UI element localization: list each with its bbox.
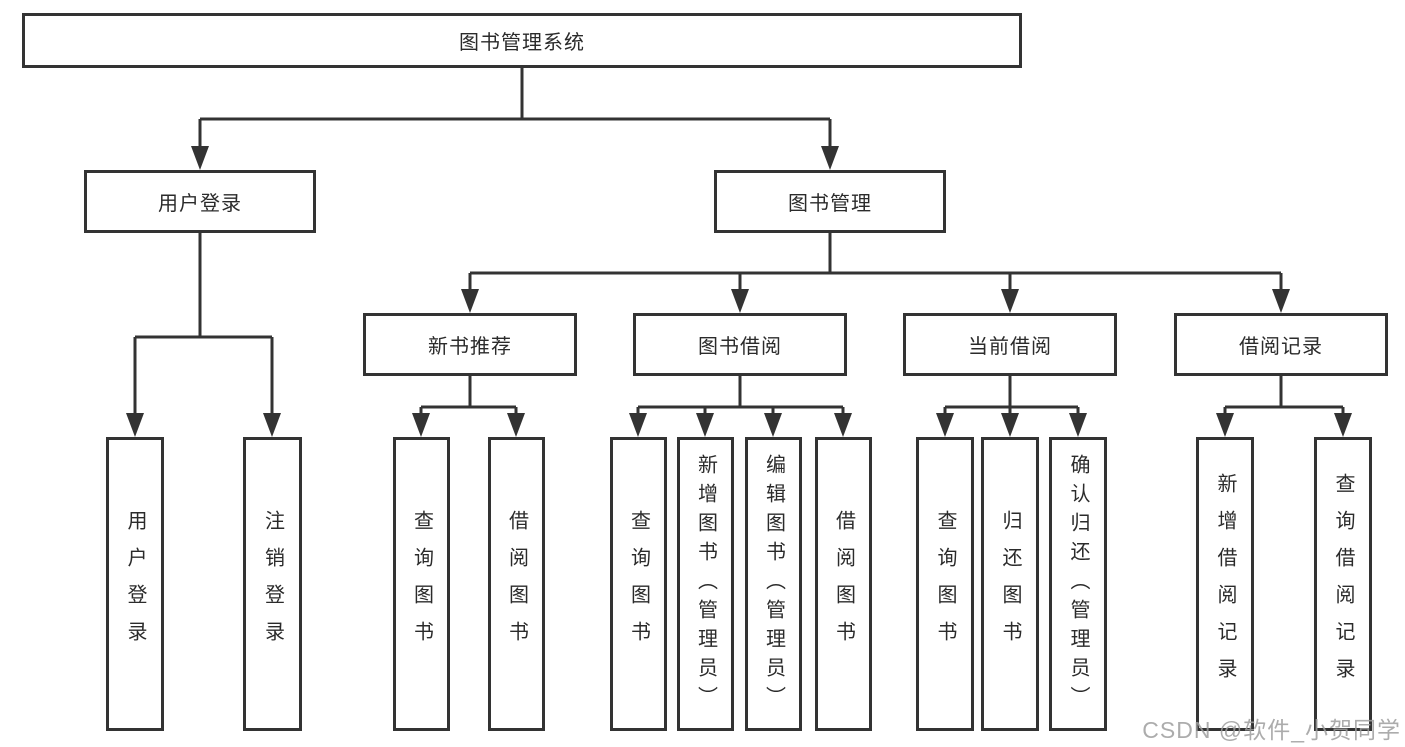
node-label: 新增借阅记录 <box>1214 473 1236 695</box>
node-label: 新增图书（管理员） <box>694 453 717 715</box>
node-library-system: 图书管理系统 <box>22 13 1022 68</box>
leaf-logout: 注销登录 <box>243 437 302 731</box>
node-label: 查询图书 <box>410 510 433 658</box>
node-label: 查询图书 <box>934 510 956 658</box>
leaf-bb-edit-books-admin: 编辑图书（管理员） <box>745 437 802 731</box>
leaf-cb-return-books: 归还图书 <box>981 437 1039 731</box>
node-label: 借阅记录 <box>1239 336 1323 358</box>
node-label: 确认归还（管理员） <box>1067 453 1089 715</box>
leaf-nbr-borrow-books: 借阅图书 <box>488 437 545 731</box>
leaf-bb-query-books: 查询图书 <box>610 437 667 731</box>
leaf-cb-query-books: 查询图书 <box>916 437 974 731</box>
node-label: 图书管理 <box>788 193 872 215</box>
node-label: 用户登录 <box>158 193 242 215</box>
arrowhead-icon <box>126 146 1352 437</box>
tree-edges <box>133 68 1345 417</box>
node-borrowing-records: 借阅记录 <box>1174 313 1388 376</box>
node-label: 图书借阅 <box>698 336 782 358</box>
node-label: 用户登录 <box>124 510 146 658</box>
leaf-user-login: 用户登录 <box>106 437 164 731</box>
node-current-borrowing: 当前借阅 <box>903 313 1117 376</box>
node-label: 查询图书 <box>627 510 650 658</box>
node-user-login: 用户登录 <box>84 170 316 233</box>
node-book-management: 图书管理 <box>714 170 946 233</box>
node-label: 借阅图书 <box>832 510 855 658</box>
leaf-bb-borrow-books: 借阅图书 <box>815 437 872 731</box>
leaf-bb-add-books-admin: 新增图书（管理员） <box>677 437 734 731</box>
leaf-nbr-query-books: 查询图书 <box>393 437 450 731</box>
node-label: 当前借阅 <box>968 336 1052 358</box>
leaf-br-add-record: 新增借阅记录 <box>1196 437 1254 731</box>
leaf-br-query-record: 查询借阅记录 <box>1314 437 1372 731</box>
node-book-borrowing: 图书借阅 <box>633 313 847 376</box>
node-label: 查询借阅记录 <box>1332 473 1354 695</box>
node-label: 图书管理系统 <box>459 32 585 54</box>
node-label: 编辑图书（管理员） <box>762 453 785 715</box>
node-label: 归还图书 <box>999 510 1021 658</box>
node-label: 注销登录 <box>261 510 284 658</box>
node-label: 借阅图书 <box>505 510 528 658</box>
leaf-cb-confirm-return-admin: 确认归还（管理员） <box>1049 437 1107 731</box>
node-new-book-recommend: 新书推荐 <box>363 313 577 376</box>
node-label: 新书推荐 <box>428 336 512 358</box>
